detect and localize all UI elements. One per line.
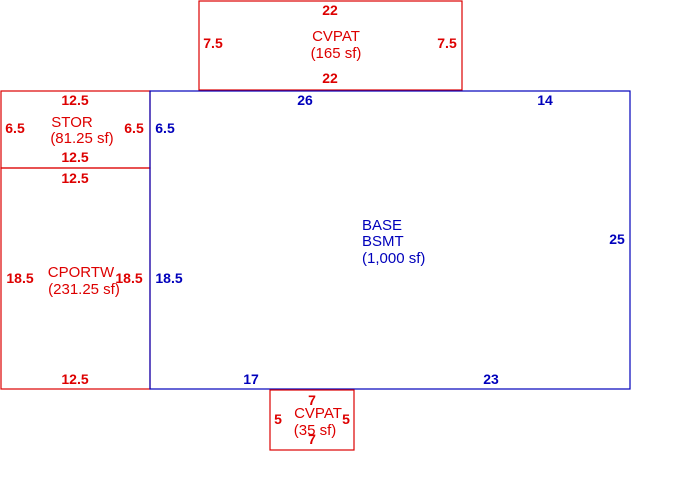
base-outline: [149, 90, 631, 390]
cportw-dim-left: 18.5: [6, 270, 33, 286]
cportw-dim-bottom: 12.5: [61, 371, 88, 387]
cvpat-bottom-dim-bottom: 7: [308, 431, 316, 447]
stor-dim-top: 12.5: [61, 92, 88, 108]
base-dim-bottom-left: 17: [243, 371, 259, 387]
stor-dim-bottom: 12.5: [61, 149, 88, 165]
cvpat-bottom-dim-left: 5: [274, 411, 282, 427]
cportw-dim-top: 12.5: [61, 170, 88, 186]
cvpat-bottom-area: (35 sf): [294, 422, 337, 439]
cvpat-top-dim-top: 22: [322, 2, 338, 18]
cportw-name: CPORTW: [48, 264, 115, 281]
base-dim-left-lower: 18.5: [155, 270, 182, 286]
cvpat-bottom-outline: [269, 389, 355, 451]
area-base-bsmt: BASE BSMT (1,000 sf) 26 14 25 17 23 6.5 …: [149, 90, 631, 390]
cvpat-top-dim-bottom: 22: [322, 70, 338, 86]
stor-name: STOR: [51, 114, 93, 131]
cvpat-top-name: CVPAT: [312, 28, 360, 45]
cvpat-top-dim-left: 7.5: [203, 35, 223, 51]
base-name-line1: BASE: [362, 217, 402, 234]
base-dim-right: 25: [609, 231, 625, 247]
stor-dim-left: 6.5: [5, 120, 25, 136]
base-dim-top-right: 14: [537, 92, 553, 108]
area-cvpat-top: CVPAT (165 sf) 22 22 7.5 7.5: [198, 0, 463, 91]
cvpat-top-dim-right: 7.5: [437, 35, 457, 51]
base-dim-bottom-right: 23: [483, 371, 499, 387]
cvpat-bottom-dim-top: 7: [308, 392, 316, 408]
cportw-area: (231.25 sf): [48, 281, 120, 298]
base-name-line2: BSMT: [362, 233, 404, 250]
base-dim-top-left: 26: [297, 92, 313, 108]
cportw-dim-right: 18.5: [115, 270, 142, 286]
cvpat-top-area: (165 sf): [311, 45, 362, 62]
base-area: (1,000 sf): [362, 250, 425, 267]
area-cportw: CPORTW (231.25 sf) 12.5 12.5 18.5 18.5: [0, 167, 151, 390]
cvpat-top-outline: [198, 0, 463, 91]
stor-dim-right: 6.5: [124, 120, 144, 136]
base-dim-left-upper: 6.5: [155, 120, 175, 136]
cvpat-bottom-dim-right: 5: [342, 411, 350, 427]
stor-area: (81.25 sf): [50, 130, 113, 147]
area-cvpat-bottom: CVPAT (35 sf) 7 7 5 5: [269, 389, 355, 451]
area-stor: STOR (81.25 sf) 12.5 12.5 6.5 6.5: [0, 90, 151, 169]
cvpat-bottom-name: CVPAT: [294, 405, 342, 422]
